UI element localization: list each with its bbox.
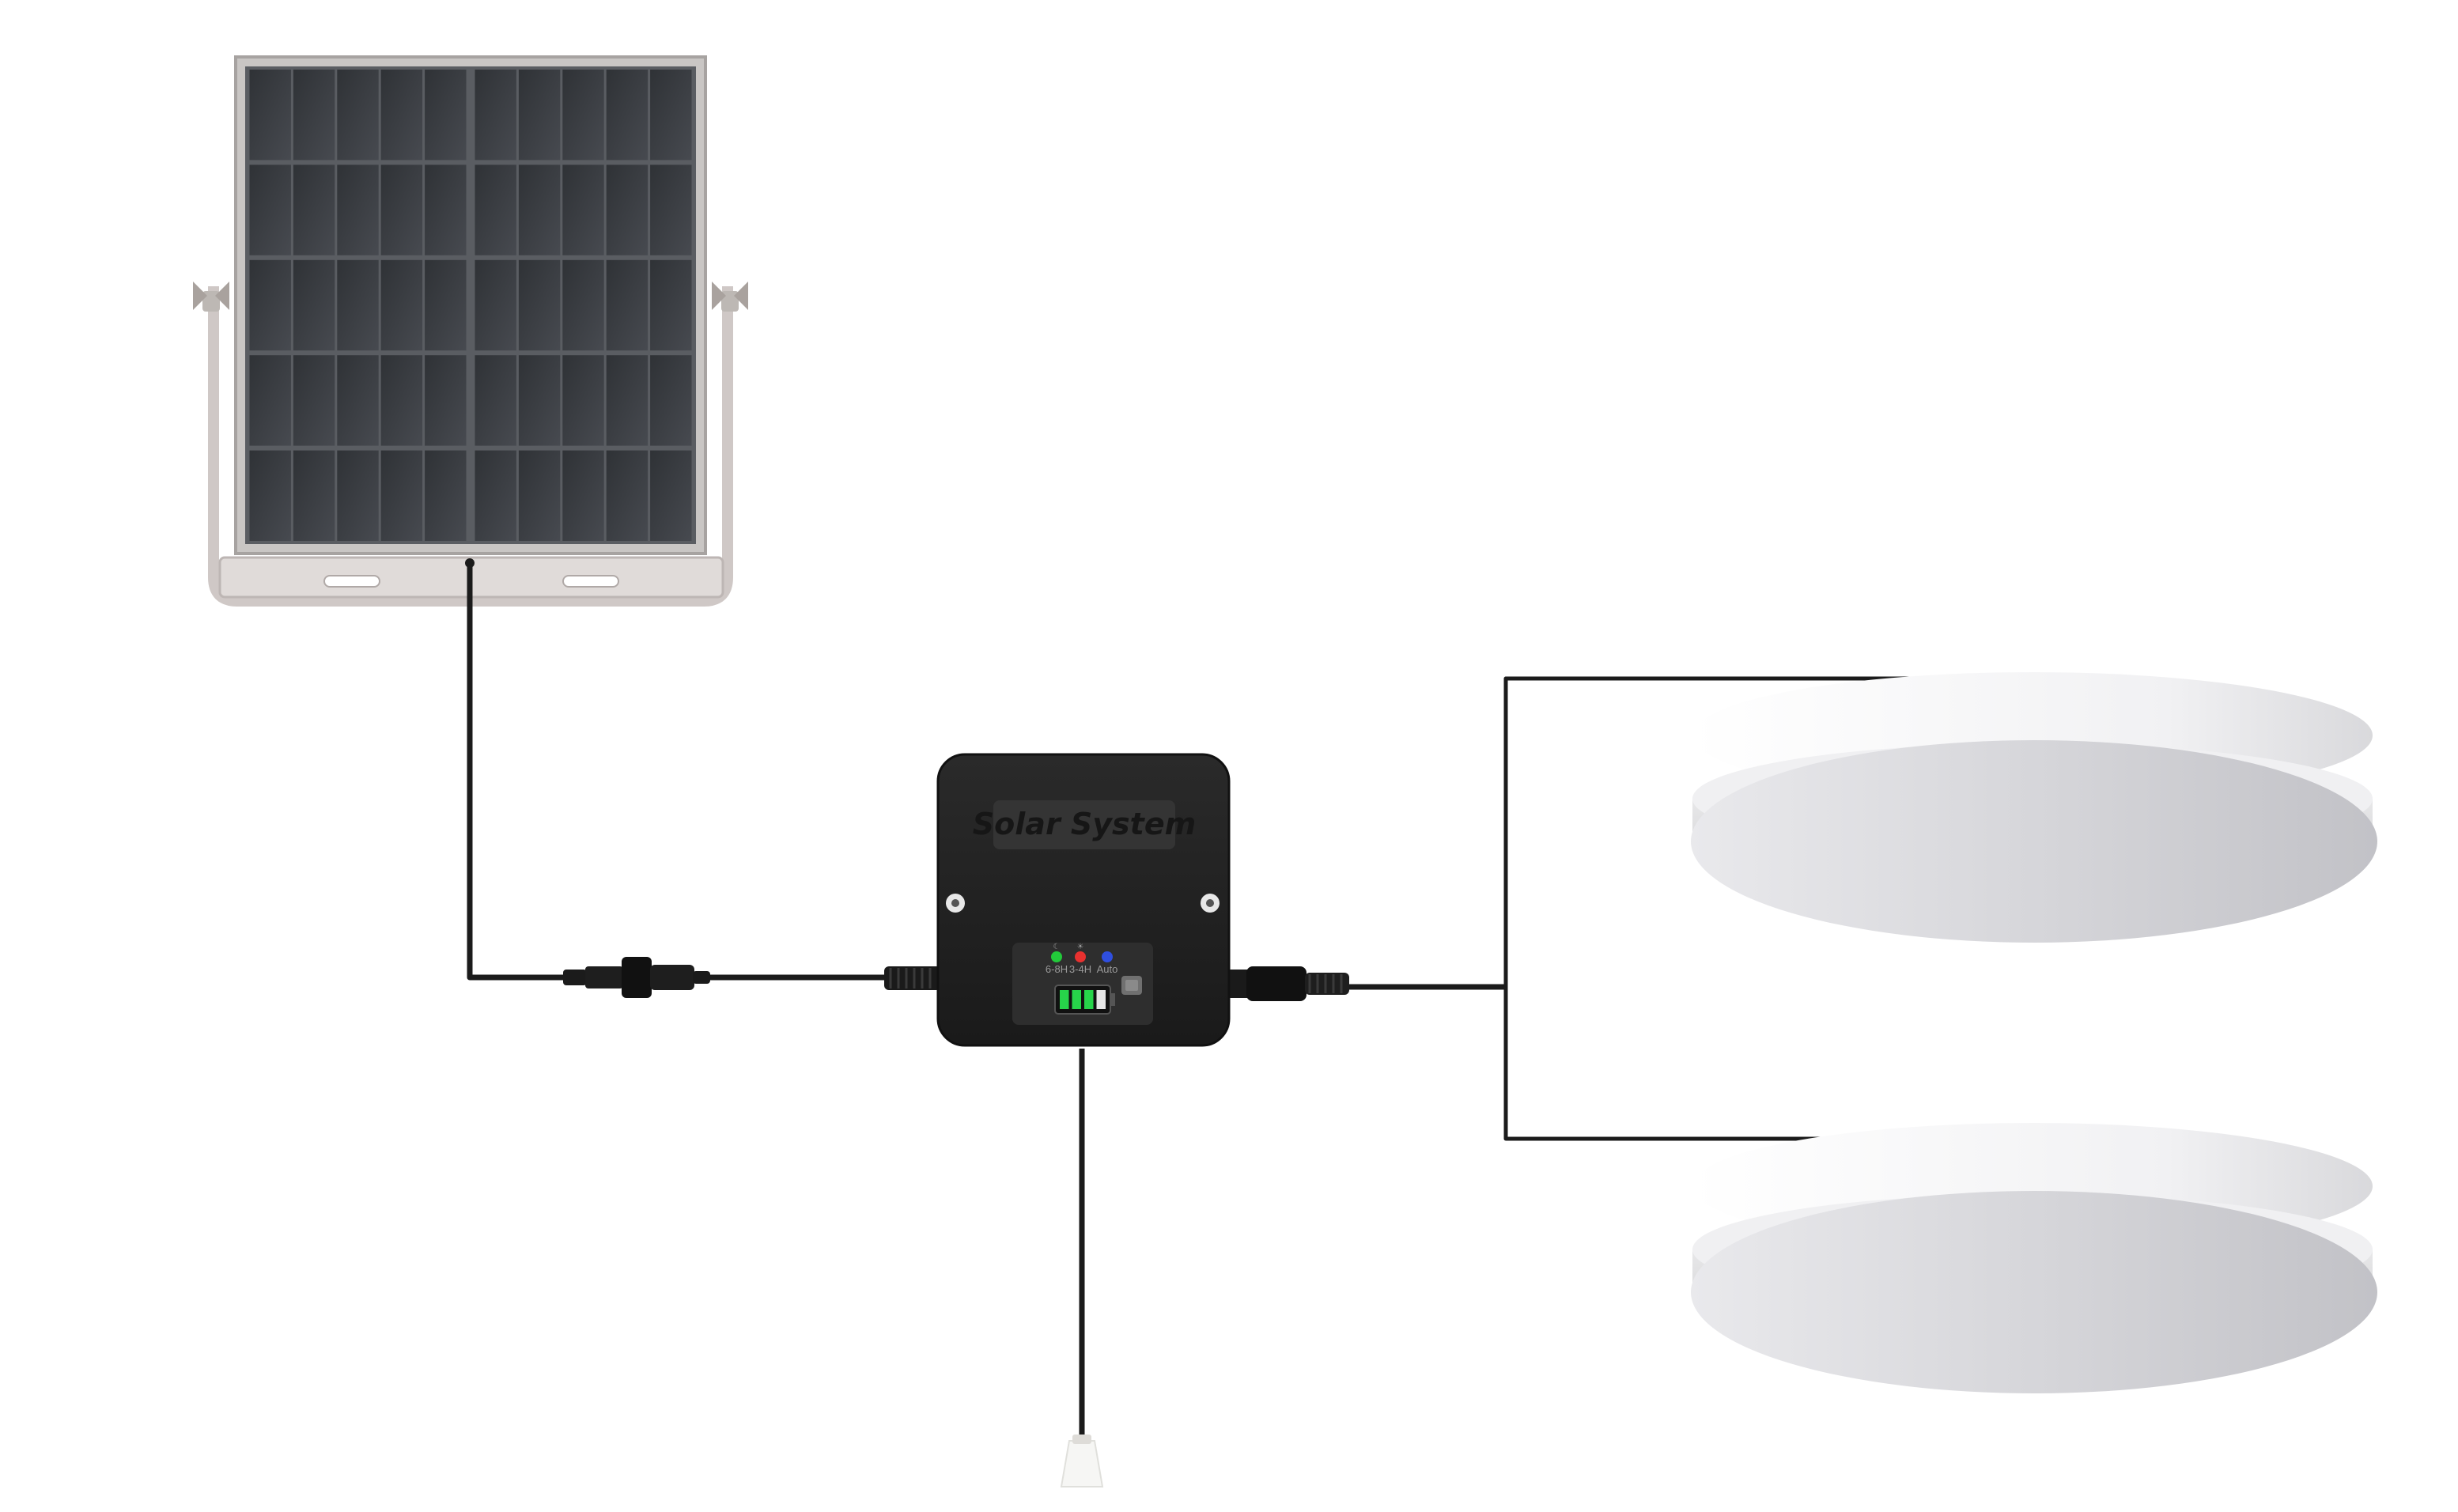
panel-cell [475, 259, 516, 351]
panel-cell [337, 355, 379, 446]
panel-cell [293, 355, 335, 446]
panel-cell [606, 70, 649, 161]
panel-cell [475, 70, 516, 161]
panel-cell [650, 70, 692, 161]
panel-cell [425, 259, 467, 351]
battery-bar [1072, 990, 1081, 1009]
ceiling-lamp-top [1691, 672, 2377, 943]
panel-cell [562, 355, 604, 446]
screw-right-icon [1201, 894, 1220, 913]
mode-button[interactable] [1121, 976, 1142, 995]
indicator-label: 6-8H [1046, 963, 1068, 975]
panel-cell [293, 164, 335, 255]
panel-cell [650, 450, 692, 541]
battery-level-bars [1060, 990, 1106, 1009]
panel-cell [518, 164, 561, 255]
panel-cell [475, 355, 516, 446]
battery-bar [1084, 990, 1094, 1009]
panel-cell [249, 164, 291, 255]
indicator-led [1075, 951, 1086, 962]
battery-bar [1096, 990, 1106, 1009]
battery-bar [1060, 990, 1069, 1009]
panel-cell [650, 355, 692, 446]
panel-cell [380, 450, 423, 541]
indicator-led [1051, 951, 1062, 962]
panel-cell [380, 355, 423, 446]
lamp-branch-cable [1503, 676, 1930, 1141]
moon-icon: ☾ [1053, 943, 1061, 951]
ceiling-lamp-bottom [1691, 1123, 2377, 1393]
wing-nut-right-icon [712, 282, 748, 312]
panel-cell [293, 450, 335, 541]
strain-relief-left [884, 966, 941, 990]
indicator-led [1102, 951, 1113, 962]
panel-cell [337, 450, 379, 541]
panel-cell [425, 164, 467, 255]
battery-indicator [1054, 985, 1115, 1015]
indicator-label: Auto [1097, 963, 1118, 975]
panel-cell [606, 355, 649, 446]
panel-cell [518, 70, 561, 161]
sun-icon: ☀ [1077, 943, 1084, 951]
panel-cell [518, 355, 561, 446]
solar-panel [193, 55, 748, 607]
panel-cell [380, 164, 423, 255]
panel-cell [650, 164, 692, 255]
panel-cell [293, 259, 335, 351]
panel-cell [562, 70, 604, 161]
panel-cell [337, 164, 379, 255]
cables [467, 563, 1930, 1439]
panel-cell [249, 450, 291, 541]
panel-cell [337, 259, 379, 351]
wing-nut-left-icon [193, 282, 229, 312]
panel-cell [606, 450, 649, 541]
panel-cell [518, 450, 561, 541]
panel-cell [562, 450, 604, 541]
output-connector [1227, 966, 1349, 1001]
panel-cell [650, 259, 692, 351]
panel-cell [475, 164, 516, 255]
panel-cell [249, 70, 291, 161]
panel-cell [380, 259, 423, 351]
screw-left-icon [946, 894, 965, 913]
pull-switch[interactable] [1060, 1435, 1104, 1487]
panel-cell [425, 450, 467, 541]
panel-cell [249, 259, 291, 351]
panel-cell [475, 450, 516, 541]
panel-cell [293, 70, 335, 161]
panel-to-controller-cable [467, 563, 569, 981]
panel-cell [518, 259, 561, 351]
brand-plate [993, 800, 1175, 849]
panel-cell [337, 70, 379, 161]
panel-cell [562, 164, 604, 255]
mode-indicators: ☾ 6-8H ☀ 3-4H Auto [1046, 943, 1117, 975]
panel-cell [606, 164, 649, 255]
controller-box: Solar System ☾ 6-8H ☀ 3-4H Auto [936, 753, 1231, 1047]
indicator-panel [1012, 943, 1153, 1025]
indicator-label: 3-4H [1069, 963, 1091, 975]
panel-cell [425, 70, 467, 161]
brand-label: Solar System [973, 807, 1196, 841]
panel-cell [425, 355, 467, 446]
panel-cell [606, 259, 649, 351]
panel-cell-grid [249, 70, 692, 541]
panel-cell [249, 355, 291, 446]
cable-connector [563, 957, 710, 998]
panel-cell [562, 259, 604, 351]
panel-cell [380, 70, 423, 161]
